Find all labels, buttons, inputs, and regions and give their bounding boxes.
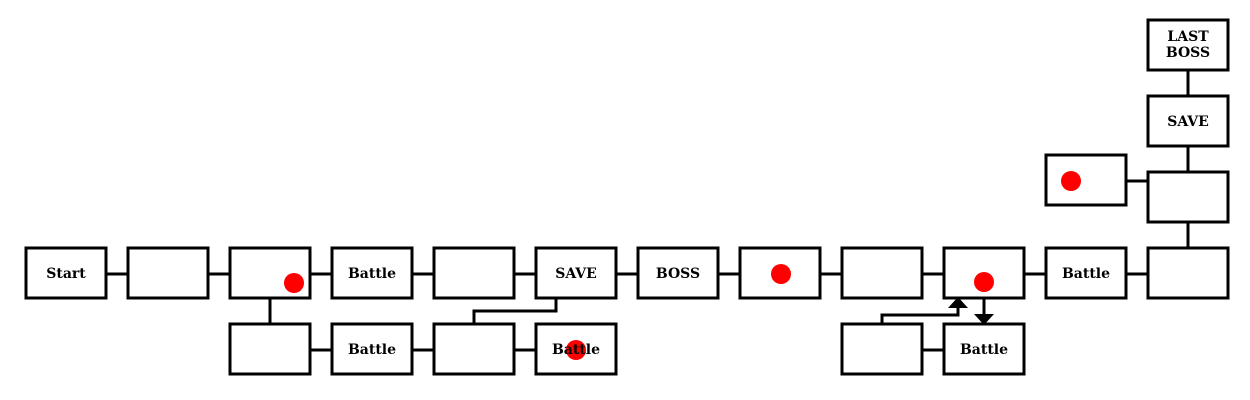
diagram-node [840,322,924,376]
node-box [1146,18,1230,72]
node-box [1146,246,1230,300]
diagram-node: SAVE [1146,94,1230,148]
diagram-node: Battle [330,246,414,300]
node-label: BOSS [656,266,700,282]
red-dot-marker [284,273,304,293]
node-label: LAST [1167,29,1209,45]
node-box [432,322,516,376]
node-box [534,246,618,300]
node-box [840,322,924,376]
node-label: Battle [1062,266,1110,282]
node-box [840,246,924,300]
arrow-up-icon [948,297,968,308]
connectors [106,70,1190,352]
node-box [330,322,414,376]
red-dot-marker [974,272,994,292]
node-label: Battle [348,266,396,282]
diagram-node [1146,170,1230,224]
node-label: Battle [348,342,396,358]
node-label: SAVE [555,266,597,282]
red-dot-marker [771,264,791,284]
diagram-node [432,322,516,376]
diagram-node [126,246,210,300]
node-box [942,322,1026,376]
diagram-node [942,246,1026,300]
diagram-node: SAVE [534,246,618,300]
diagram-node [1044,153,1128,207]
node-label: Battle [960,342,1008,358]
diagram-node: Battle [942,322,1026,376]
diagram-node: Battle [534,322,618,376]
diagram-node [738,246,822,300]
node-label: SAVE [1167,114,1209,130]
diagram-node: Battle [1044,246,1128,300]
node-box [1146,94,1230,148]
node-box [228,322,312,376]
node-box [636,246,720,300]
diagram-node: Battle [330,322,414,376]
diagram-node [1146,246,1230,300]
node-box [126,246,210,300]
diagram-node: Start [24,246,108,300]
diagram-node: BOSS [636,246,720,300]
diagram-node [432,246,516,300]
red-dot-marker [566,340,586,360]
node-box [1146,170,1230,224]
node-box [1044,246,1128,300]
diagram-node [228,246,312,300]
node-label: BOSS [1166,45,1210,61]
node-box [330,246,414,300]
arrow-down-icon [974,314,994,325]
diagram-node [228,322,312,376]
node-label: Start [46,266,86,282]
red-dot-marker [1061,171,1081,191]
node-box [534,322,618,376]
node-box [24,246,108,300]
diagram-node [840,246,924,300]
node-label: Battle [552,342,600,358]
node-box [1044,153,1128,207]
node-box [432,246,516,300]
